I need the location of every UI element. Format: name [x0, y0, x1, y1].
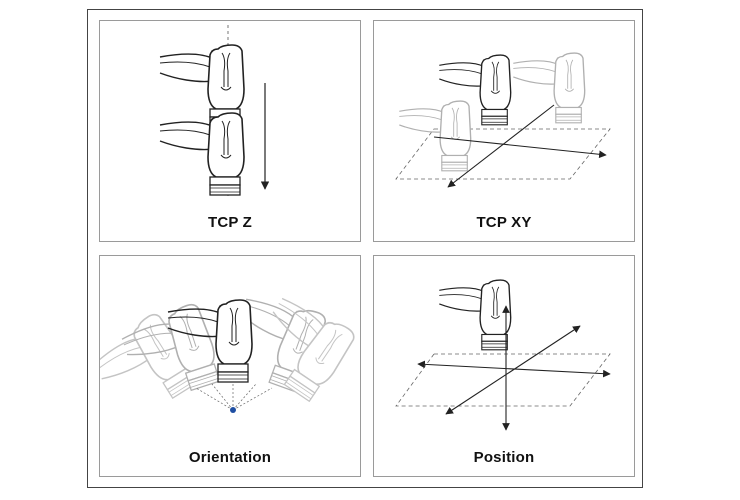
panel-tcp-xy: TCP XY — [373, 20, 635, 242]
dashed-plane-icon — [395, 128, 611, 180]
dashed-plane-icon — [395, 353, 611, 407]
tcp-point-icon — [230, 407, 236, 413]
panel-orientation: Orientation — [99, 255, 361, 477]
panel-tcp-z: TCP Z — [99, 20, 361, 242]
panel-position: Position — [373, 255, 635, 477]
y-arrow-icon — [447, 104, 555, 188]
tcp-xy-diagram — [395, 52, 611, 188]
panel-title: TCP Z — [207, 214, 253, 231]
position-diagram — [395, 279, 611, 431]
panel-title: Orientation — [188, 449, 272, 466]
tcp-z-diagram — [159, 25, 270, 196]
orientation-diagram — [100, 287, 360, 426]
rotation-guide-lines — [195, 382, 273, 411]
panel-title: Position — [473, 449, 535, 466]
y-arrow-icon — [445, 325, 581, 415]
panel-title: TCP XY — [476, 214, 532, 231]
robot-tool-head-icon — [438, 279, 512, 351]
robot-tool-head-icon — [512, 52, 586, 124]
robot-tool-head-icon — [159, 112, 245, 196]
figure-frame — [87, 9, 643, 488]
x-arrow-icon — [433, 136, 607, 159]
